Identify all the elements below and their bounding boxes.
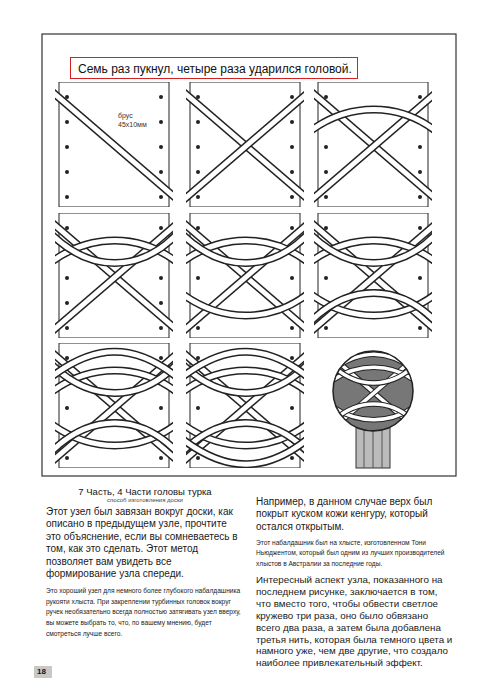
subheading: способ изготовления доски [46, 497, 244, 503]
step-panel [186, 82, 304, 207]
body-paragraph: Например, в данном случае верх был покры… [256, 496, 454, 533]
small-paragraph: Этот набалдашник был на хлысте, изготовл… [256, 538, 454, 569]
part-label: брус [117, 112, 134, 119]
step-panel [314, 213, 432, 338]
step-panel [314, 82, 432, 207]
page-number-tab [34, 666, 52, 678]
text-column: Например, в данном случае верх был покры… [256, 496, 454, 669]
banner-text: Семь раз пукнул, четыре раза ударился го… [78, 62, 350, 76]
step-panel [186, 343, 304, 468]
dimension-label: 45x10мм [117, 121, 148, 128]
step-panel [55, 343, 173, 468]
step-panel [186, 213, 304, 338]
step-panel [55, 213, 173, 338]
page-number: 18 [37, 667, 46, 676]
small-paragraph: Это хороший узел для немного более глубо… [46, 586, 244, 639]
step-panel [55, 82, 173, 207]
figure-frame [42, 34, 456, 476]
body-paragraph: Этот узел был завязан вокруг доски, как … [46, 506, 244, 580]
body-paragraph: Интересный аспект узла, показанного на п… [256, 574, 454, 670]
section-heading: 7 Часть, 4 Части головы турка [46, 486, 244, 497]
text-column: 7 Часть, 4 Части головы туркаспособ изго… [46, 486, 244, 639]
banner-box: Семь раз пукнул, четыре раза ударился го… [70, 57, 358, 79]
knob-photo [329, 351, 419, 468]
